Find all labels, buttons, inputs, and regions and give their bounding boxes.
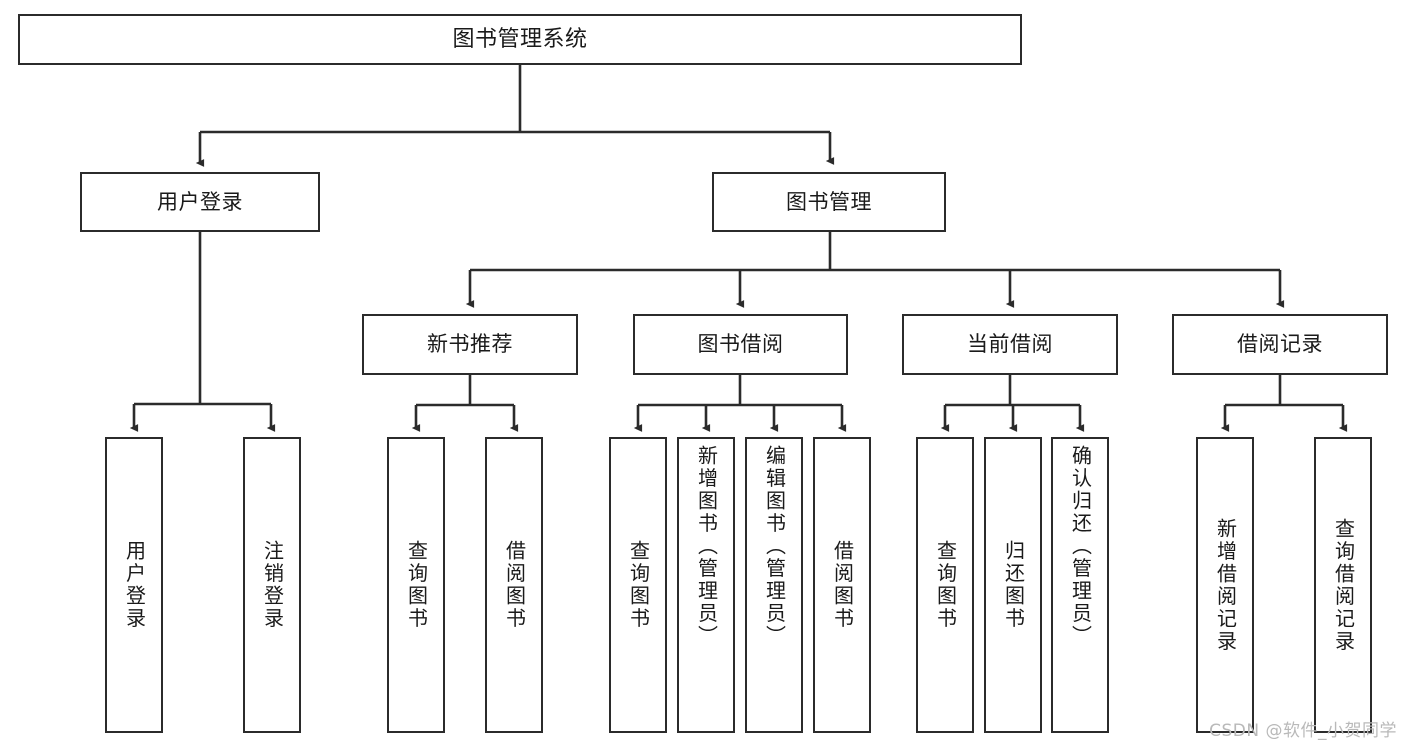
leaf-borrow-book-2[interactable]: 借阅图书 bbox=[813, 437, 871, 733]
leaf-query-book-3[interactable]: 查询图书 bbox=[916, 437, 974, 733]
leaf-user-login[interactable]: 用户登录 bbox=[105, 437, 163, 733]
node-label: 归还图书 bbox=[1001, 540, 1026, 630]
leaf-borrow-book-1[interactable]: 借阅图书 bbox=[485, 437, 543, 733]
node-user-login[interactable]: 用户登录 bbox=[80, 172, 320, 232]
node-book-management[interactable]: 图书管理 bbox=[712, 172, 946, 232]
node-label: 查询图书 bbox=[933, 540, 958, 630]
leaf-add-record[interactable]: 新增借阅记录 bbox=[1196, 437, 1254, 733]
node-label: 用户登录 bbox=[122, 540, 147, 630]
node-label: 图书管理系统 bbox=[452, 26, 588, 52]
leaf-confirm-return[interactable]: 确认归还（管理员） bbox=[1051, 437, 1109, 733]
node-label: 编辑图书（管理员） bbox=[762, 445, 787, 648]
leaf-query-book-1[interactable]: 查询图书 bbox=[387, 437, 445, 733]
node-label: 借阅图书 bbox=[830, 540, 855, 630]
node-label: 查询图书 bbox=[404, 540, 429, 630]
leaf-return-book[interactable]: 归还图书 bbox=[984, 437, 1042, 733]
watermark-text: CSDN @软件_小贺同学 bbox=[1209, 721, 1397, 741]
node-label: 当前借阅 bbox=[967, 332, 1053, 357]
leaf-query-record[interactable]: 查询借阅记录 bbox=[1314, 437, 1372, 733]
node-new-book-recommend[interactable]: 新书推荐 bbox=[362, 314, 578, 375]
node-label: 注销登录 bbox=[260, 540, 285, 630]
node-label: 查询借阅记录 bbox=[1331, 517, 1356, 653]
node-label: 图书借阅 bbox=[697, 332, 784, 357]
leaf-query-book-2[interactable]: 查询图书 bbox=[609, 437, 667, 733]
node-label: 用户登录 bbox=[157, 189, 243, 214]
node-book-borrow[interactable]: 图书借阅 bbox=[633, 314, 848, 375]
leaf-edit-book[interactable]: 编辑图书（管理员） bbox=[745, 437, 803, 733]
node-label: 新书推荐 bbox=[427, 332, 513, 357]
node-label: 借阅记录 bbox=[1237, 332, 1323, 357]
node-label: 图书管理 bbox=[786, 189, 872, 214]
node-root-system[interactable]: 图书管理系统 bbox=[18, 14, 1022, 65]
leaf-add-book[interactable]: 新增图书（管理员） bbox=[677, 437, 735, 733]
node-label: 确认归还（管理员） bbox=[1068, 445, 1093, 648]
node-current-borrow[interactable]: 当前借阅 bbox=[902, 314, 1118, 375]
node-label: 新增借阅记录 bbox=[1213, 517, 1238, 653]
node-label: 新增图书（管理员） bbox=[694, 445, 719, 648]
node-label: 查询图书 bbox=[626, 540, 651, 630]
node-label: 借阅图书 bbox=[502, 540, 527, 630]
node-borrow-record[interactable]: 借阅记录 bbox=[1172, 314, 1388, 375]
leaf-logout[interactable]: 注销登录 bbox=[243, 437, 301, 733]
